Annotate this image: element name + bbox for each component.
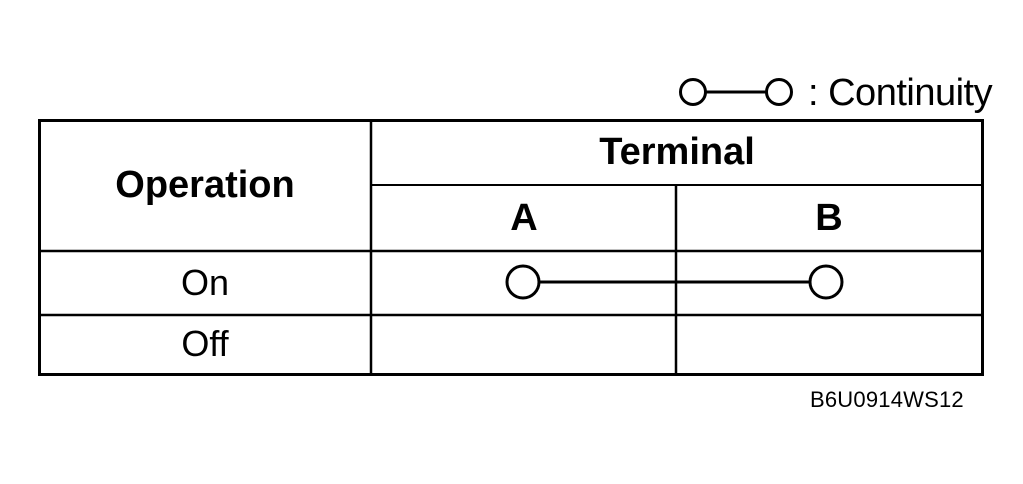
operation-on-label: On — [180, 262, 230, 303]
figure-code: B6U0914WS12 — [810, 387, 964, 412]
terminal-a-header: A — [510, 197, 538, 239]
terminal-b-header: B — [815, 197, 843, 239]
terminal-b-continuity-node — [808, 264, 844, 300]
continuity-legend: : Continuity — [676, 70, 993, 116]
continuity-symbol-icon — [679, 78, 793, 106]
table-grid — [38, 119, 984, 376]
terminal-header: Terminal — [599, 131, 755, 173]
legend-label: : Continuity — [808, 72, 993, 114]
continuity-on-row — [505, 264, 844, 300]
operation-header: Operation — [115, 164, 295, 206]
operation-off-label: Off — [181, 323, 229, 364]
terminal-continuity-table: Operation Terminal A B On Off — [38, 119, 984, 376]
terminal-a-continuity-node — [505, 264, 541, 300]
